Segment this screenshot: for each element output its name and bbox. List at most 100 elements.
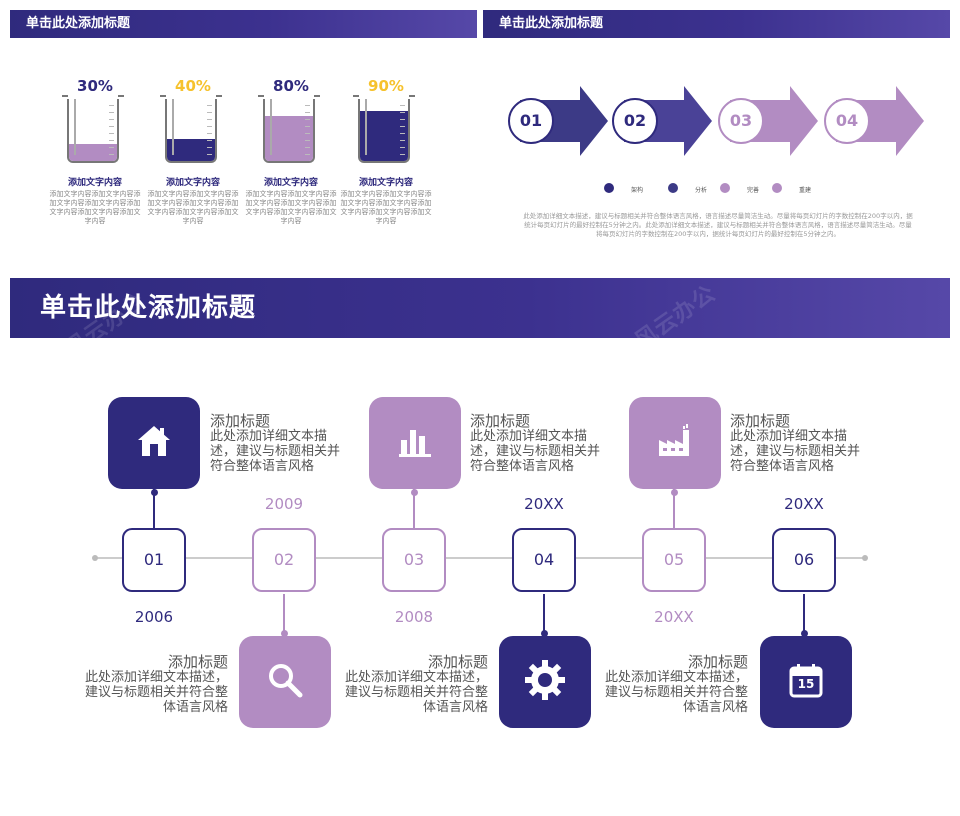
legend-label: 架构 (631, 187, 644, 194)
beaker-percent: 90% (368, 77, 404, 95)
beaker-lip (160, 95, 166, 97)
beaker-tick (207, 105, 212, 106)
beaker-fill (167, 139, 215, 161)
beaker-tick (305, 133, 310, 134)
timeline-end-dot (862, 555, 868, 561)
timeline-card-text: 此处添加详细文本描述，建议与标题相关并符合整体语言风格 (604, 670, 748, 715)
search-icon (266, 661, 304, 703)
slide-tr-title: 单击此处添加标题 (499, 16, 604, 31)
timeline-connector (673, 489, 675, 528)
timeline-node: 01 (122, 528, 186, 592)
beaker-tick (109, 119, 114, 120)
calendar-day-number: 15 (797, 677, 815, 691)
beaker-tick (305, 140, 310, 141)
beaker-tube (172, 99, 174, 155)
timeline-card (499, 636, 591, 728)
beaker-fill (69, 144, 117, 161)
timeline-card (108, 397, 200, 489)
timeline-card-text: 此处添加详细文本描述，建议与标题相关并符合整体语言风格 (730, 429, 861, 474)
beaker-tube (365, 99, 367, 155)
slide-bottom-title-bar: 单击此处添加标题 风云办公 风云办公 (10, 278, 950, 338)
slide-bottom-title: 单击此处添加标题 (40, 293, 257, 323)
beaker-tick (109, 154, 114, 155)
timeline-card-title: 添加标题 (167, 653, 228, 671)
timeline-card-title: 添加标题 (427, 653, 488, 671)
timeline-card-title: 添加标题 (687, 653, 748, 671)
beaker-glass (263, 99, 315, 163)
beaker-tick (109, 112, 114, 113)
beaker-glass (358, 99, 410, 163)
timeline-connector (153, 489, 155, 528)
beaker-tube (270, 99, 272, 155)
beaker-percent: 40% (175, 77, 211, 95)
process-step-number: 01 (508, 98, 554, 144)
beaker-tube (74, 99, 76, 155)
beaker-percent: 80% (273, 77, 309, 95)
beaker-tick (400, 133, 405, 134)
slide-tl-title: 单击此处添加标题 (26, 16, 131, 31)
beaker-description: 添加文字内容添加文字内容添加文字内容添加文字内容添加文字内容添加文字内容添加文字… (49, 190, 141, 225)
legend-label: 分析 (695, 187, 708, 194)
process-step-number: 02 (612, 98, 658, 144)
beaker-tick (305, 126, 310, 127)
timeline-connector-dot (150, 489, 158, 496)
timeline-connector (543, 594, 545, 636)
timeline-card-text: 此处添加详细文本描述，建议与标题相关并符合整体语言风格 (470, 429, 601, 474)
slide-tl-title-bar: 单击此处添加标题 (10, 10, 477, 38)
beaker-tick (400, 126, 405, 127)
timeline-node: 05 (642, 528, 706, 592)
beaker-tick (109, 133, 114, 134)
beaker-tick (207, 133, 212, 134)
beaker-tick (207, 119, 212, 120)
beaker-tick (109, 126, 114, 127)
timeline-node: 02 (252, 528, 316, 592)
timeline-connector-dot (410, 489, 418, 496)
beaker-lip (314, 95, 320, 97)
gear-icon (523, 658, 567, 706)
process-step-number: 03 (718, 98, 764, 144)
beaker-lip (216, 95, 222, 97)
timeline-connector-dot (540, 630, 548, 637)
timeline-axis (95, 557, 865, 559)
beaker-lip (62, 95, 68, 97)
timeline-card-title: 添加标题 (730, 412, 791, 430)
beaker-lip (118, 95, 124, 97)
bar-chart-icon (397, 424, 433, 462)
beaker-description: 添加文字内容添加文字内容添加文字内容添加文字内容添加文字内容添加文字内容添加文字… (147, 190, 239, 225)
legend-label: 重建 (799, 187, 812, 194)
timeline-node: 06 (772, 528, 836, 592)
timeline-connector (283, 594, 285, 636)
beaker-tick (400, 112, 405, 113)
timeline-connector (413, 489, 415, 528)
beaker-lip (258, 95, 264, 97)
timeline-card (239, 636, 331, 728)
timeline-year: 20XX (784, 495, 824, 513)
beaker-tick (305, 154, 310, 155)
timeline-node: 03 (382, 528, 446, 592)
timeline-card-title: 添加标题 (210, 412, 271, 430)
beaker-tick (305, 112, 310, 113)
process-step-number: 04 (824, 98, 870, 144)
beaker-tick (207, 147, 212, 148)
timeline-card (369, 397, 461, 489)
legend-swatch (604, 183, 614, 193)
timeline-connector (803, 594, 805, 636)
beaker-tick (109, 105, 114, 106)
legend-label: 完善 (747, 187, 760, 194)
beaker-label: 添加文字内容 (263, 178, 318, 188)
beaker-tick (400, 154, 405, 155)
beaker-description: 添加文字内容添加文字内容添加文字内容添加文字内容添加文字内容添加文字内容添加文字… (245, 190, 337, 225)
beaker-tick (305, 147, 310, 148)
timeline-card (629, 397, 721, 489)
beaker-label: 添加文字内容 (165, 178, 220, 188)
home-icon (136, 424, 172, 462)
timeline-year: 2006 (134, 608, 174, 626)
timeline-year: 20XX (654, 608, 694, 626)
timeline-year: 2009 (264, 495, 304, 513)
beaker-label: 添加文字内容 (67, 178, 122, 188)
legend-swatch (668, 183, 678, 193)
timeline-connector-dot (670, 489, 678, 496)
timeline-card-title: 添加标题 (470, 412, 531, 430)
beaker-description: 添加文字内容添加文字内容添加文字内容添加文字内容添加文字内容添加文字内容添加文字… (340, 190, 432, 225)
timeline-node: 04 (512, 528, 576, 592)
